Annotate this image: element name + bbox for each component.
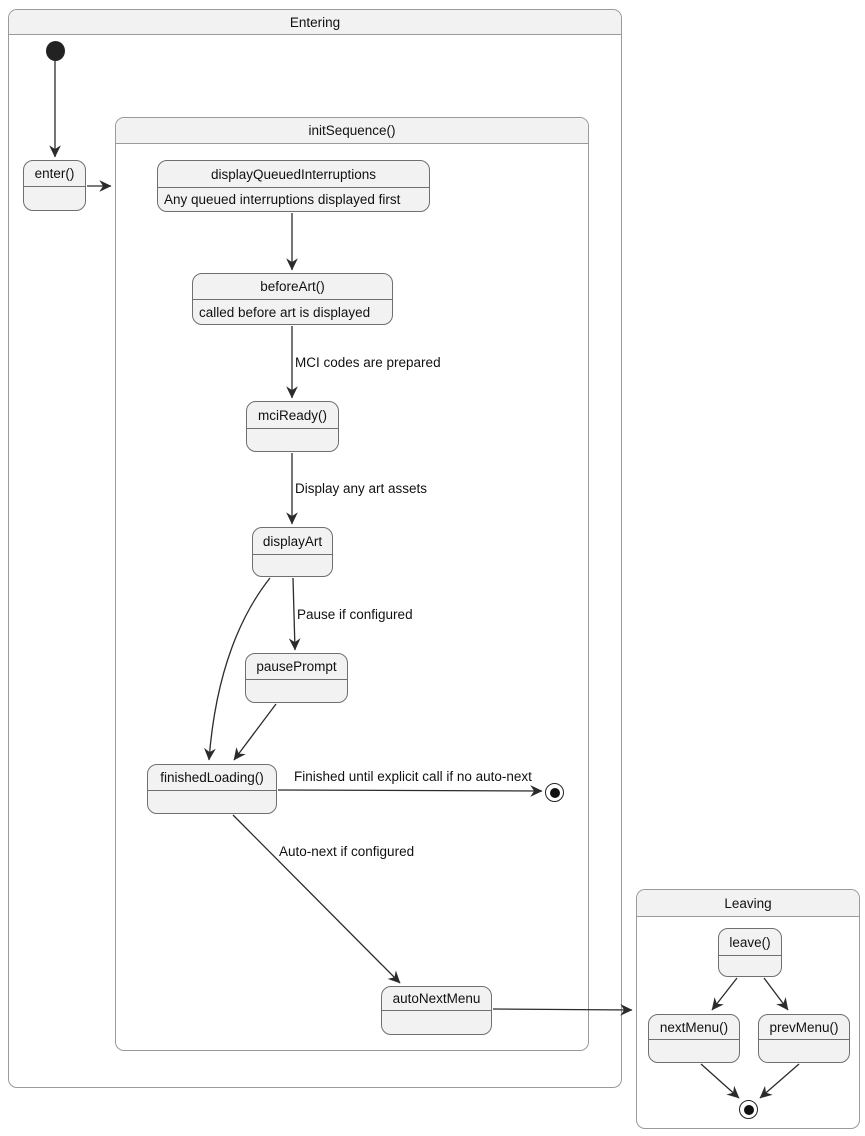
state-leave-body <box>719 956 781 976</box>
state-display-queued-interruptions-description: Any queued interruptions displayed first <box>164 192 401 207</box>
state-display-queued-interruptions: displayQueuedInterruptions Any queued in… <box>157 160 430 212</box>
transition-label-auto-next: Auto-next if configured <box>279 844 415 859</box>
transition-label-mci-codes: MCI codes are prepared <box>295 355 441 370</box>
state-next-menu-body <box>649 1040 739 1062</box>
state-next-menu: nextMenu() <box>648 1014 740 1063</box>
composite-state-init-sequence: initSequence() <box>115 117 589 1051</box>
transition-label-pause: Pause if configured <box>297 607 413 622</box>
state-auto-next-menu-body <box>382 1011 491 1034</box>
state-enter-body <box>24 187 85 210</box>
state-next-menu-title: nextMenu() <box>649 1015 739 1040</box>
state-prev-menu-title: prevMenu() <box>759 1015 849 1040</box>
state-before-art-description: called before art is displayed <box>199 304 371 320</box>
transition-label-display-assets: Display any art assets <box>295 481 428 496</box>
composite-state-init-sequence-title: initSequence() <box>116 118 588 144</box>
state-before-art-title: beforeArt() <box>193 274 392 300</box>
state-mci-ready: mciReady() <box>246 401 339 452</box>
state-auto-next-menu: autoNextMenu <box>381 986 492 1035</box>
state-display-art-body <box>253 555 332 576</box>
composite-state-leaving: Leaving <box>636 889 860 1129</box>
initial-state-icon <box>46 41 65 61</box>
state-finished-loading-body <box>148 791 276 813</box>
state-before-art: beforeArt() called before art is display… <box>192 273 393 325</box>
state-pause-prompt: pausePrompt <box>245 653 348 703</box>
state-enter: enter() <box>23 160 86 211</box>
state-prev-menu-body <box>759 1040 849 1062</box>
state-display-art: displayArt <box>252 527 333 577</box>
final-state-icon <box>545 783 564 802</box>
state-mci-ready-body <box>247 429 338 451</box>
state-enter-title: enter() <box>24 161 85 187</box>
composite-state-entering-title: Entering <box>9 10 621 35</box>
state-leave: leave() <box>718 928 782 977</box>
state-pause-prompt-body <box>246 680 347 702</box>
state-leave-title: leave() <box>719 929 781 956</box>
final-state-leaving-icon <box>739 1100 758 1119</box>
state-finished-loading: finishedLoading() <box>147 764 277 814</box>
final-state-leaving-dot-icon <box>743 1104 754 1115</box>
state-display-queued-interruptions-title: displayQueuedInterruptions <box>158 161 429 188</box>
state-auto-next-menu-title: autoNextMenu <box>382 987 491 1011</box>
state-display-art-title: displayArt <box>253 528 332 555</box>
composite-state-leaving-title: Leaving <box>637 890 859 917</box>
final-state-dot-icon <box>549 787 560 798</box>
transition-label-finished: Finished until explicit call if no auto-… <box>294 769 532 784</box>
state-mci-ready-title: mciReady() <box>247 402 338 429</box>
state-pause-prompt-title: pausePrompt <box>246 654 347 680</box>
state-finished-loading-title: finishedLoading() <box>148 765 276 791</box>
state-prev-menu: prevMenu() <box>758 1014 850 1063</box>
